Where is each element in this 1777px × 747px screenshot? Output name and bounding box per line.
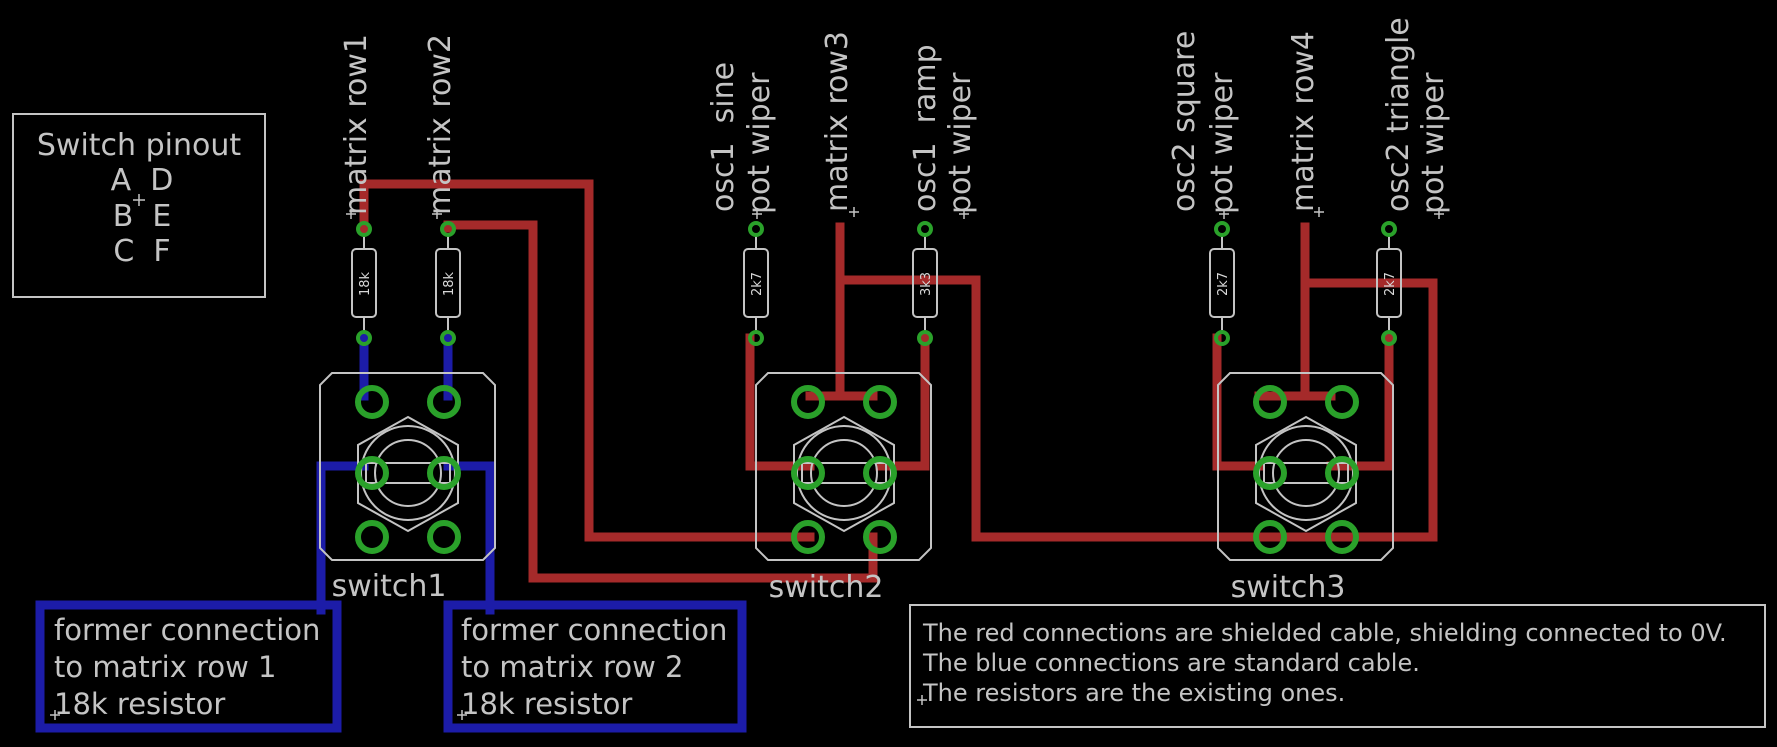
switch2-label: switch2 — [769, 570, 884, 605]
svg-text:to matrix row 2: to matrix row 2 — [461, 650, 684, 684]
label-pot-wiper-1: pot wiper — [742, 72, 777, 214]
switch-pinout-box: Switch pinout A D B E C F — [12, 113, 266, 298]
resistor-r3-value: 2k7 — [750, 272, 765, 296]
pinout-title: Switch pinout — [37, 128, 241, 163]
svg-text:former connection: former connection — [461, 613, 727, 647]
label-pot-wiper-2: pot wiper — [943, 72, 978, 214]
svg-text:The blue connections are stand: The blue connections are standard cable. — [922, 649, 1420, 677]
resistor-r4-value: 3k3 — [919, 272, 934, 296]
label-osc2-square: osc2 square — [1167, 31, 1202, 212]
pinout-row-ad: A D — [111, 163, 174, 198]
svg-text:The resistors are the existing: The resistors are the existing ones. — [922, 679, 1345, 707]
label-matrix-row3: matrix row3 — [820, 31, 855, 212]
resistor-r2-value: 18k — [442, 271, 457, 296]
resistor-r1-value: 18k — [358, 271, 373, 296]
resistor-r6-value: 2k7 — [1383, 272, 1398, 296]
svg-text:The red connections are shield: The red connections are shielded cable, … — [922, 619, 1727, 647]
svg-text:18k resistor: 18k resistor — [461, 687, 632, 721]
label-matrix-row2: matrix row2 — [423, 34, 458, 215]
pinout-row-be: B E — [113, 199, 172, 234]
switch3-label: switch3 — [1231, 570, 1346, 605]
label-pot-wiper-4: pot wiper — [1416, 72, 1451, 214]
label-matrix-row1: matrix row1 — [339, 34, 374, 215]
svg-text:to matrix row 1: to matrix row 1 — [54, 650, 277, 684]
resistor-r5-value: 2k7 — [1216, 272, 1231, 296]
former-connection-note-1: former connection to matrix row 1 18k re… — [54, 613, 320, 721]
label-osc2-triangle: osc2 triangle — [1381, 17, 1416, 212]
pinout-row-cf: C F — [113, 234, 170, 269]
label-matrix-row4: matrix row4 — [1286, 31, 1321, 212]
legend-note: The red connections are shielded cable, … — [909, 604, 1766, 728]
label-osc1-sine: osc1 sine — [706, 62, 741, 212]
svg-text:18k resistor: 18k resistor — [54, 687, 225, 721]
shielded-wires — [359, 179, 1438, 583]
label-pot-wiper-3: pot wiper — [1205, 72, 1240, 214]
switch1-label: switch1 — [332, 569, 447, 604]
label-origin-crosses — [50, 207, 1444, 720]
origin-cross-icon — [133, 194, 145, 206]
former-connection-note-2: former connection to matrix row 2 18k re… — [461, 613, 727, 721]
label-osc1-ramp: osc1 ramp — [908, 44, 943, 212]
svg-text:former connection: former connection — [54, 613, 320, 647]
